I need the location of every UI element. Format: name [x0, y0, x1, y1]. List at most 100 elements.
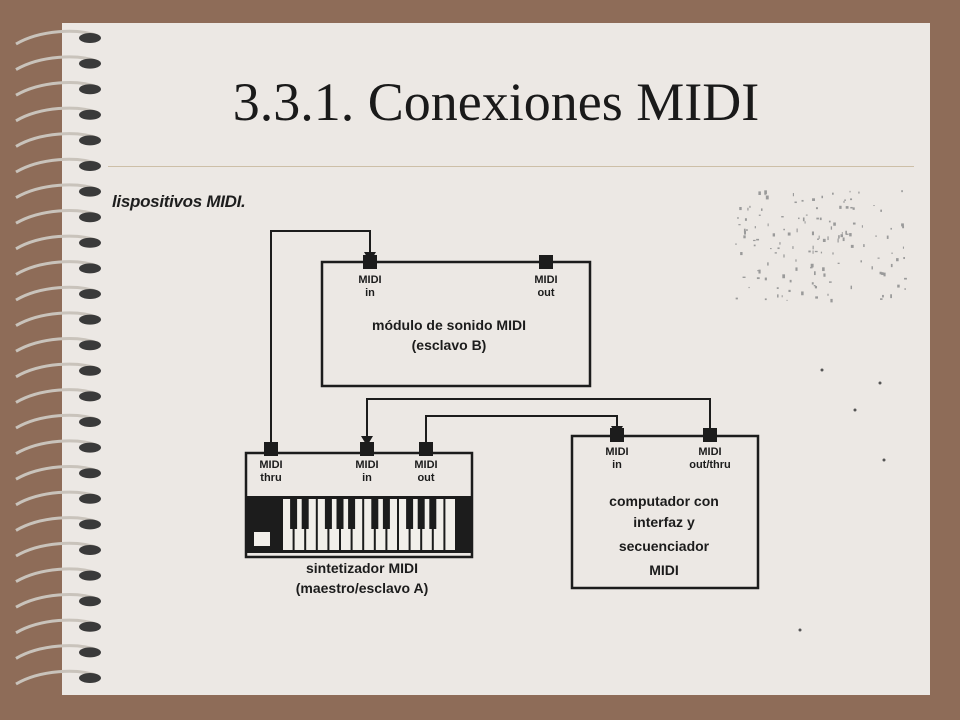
white-key — [445, 499, 455, 550]
scan-speck — [787, 232, 791, 236]
scan-speck — [782, 274, 786, 279]
scan-speck — [845, 206, 849, 209]
synth-out-label-2: out — [417, 472, 434, 484]
scan-speck — [760, 208, 763, 211]
spiral-hole — [79, 340, 101, 351]
scan-speck — [796, 228, 798, 233]
spiral-hole — [79, 468, 101, 479]
scan-speck — [880, 209, 882, 212]
white-key — [283, 499, 293, 550]
scan-speck — [830, 298, 833, 303]
scan-speck — [783, 254, 785, 258]
scan-speck — [739, 206, 742, 211]
scan-speck — [863, 244, 865, 248]
scan-speck — [756, 277, 760, 280]
scan-speck — [877, 257, 880, 259]
black-key — [290, 499, 298, 529]
scan-speck — [767, 262, 769, 266]
scan-speck — [820, 251, 823, 254]
white-key — [341, 499, 351, 550]
synth-out-jack — [419, 442, 433, 456]
scan-speck — [838, 235, 840, 239]
scan-speck — [837, 262, 840, 264]
scan-speck — [902, 246, 904, 249]
scan-speck — [758, 269, 761, 274]
computer-in-label-2: in — [612, 459, 622, 471]
scan-speck — [850, 244, 854, 248]
spiral-binding — [15, 29, 101, 686]
scan-speck — [814, 250, 818, 253]
scan-speck — [828, 220, 831, 223]
scan-speck — [776, 287, 779, 289]
spiral-hole — [79, 365, 101, 376]
scan-speck — [810, 267, 813, 269]
scan-speck — [886, 235, 889, 239]
black-key — [301, 499, 309, 529]
cable-computer-out-to-synth-in — [366, 398, 711, 440]
scan-speck — [779, 242, 781, 245]
scan-dot — [878, 381, 882, 385]
computer-out-label-1: MIDI — [698, 446, 721, 458]
scan-speck — [837, 238, 839, 243]
scan-dot — [853, 408, 857, 412]
scan-speck — [808, 250, 811, 253]
computer-box — [570, 434, 760, 590]
scan-speck — [890, 294, 892, 299]
scan-dot — [882, 458, 886, 462]
scan-speck — [737, 216, 739, 219]
black-key — [336, 499, 344, 529]
white-key — [375, 499, 386, 550]
spiral-hole — [79, 519, 101, 530]
spiral-hole — [79, 417, 101, 427]
scan-speck — [901, 190, 903, 193]
synth-in-jack — [360, 442, 374, 456]
spiral-hole — [79, 58, 101, 69]
scan-speck — [744, 218, 747, 221]
computer-out-label-2: out/thru — [689, 459, 731, 471]
scan-speck — [783, 228, 785, 231]
synth-keyboard — [247, 496, 471, 553]
module-out-label-2: out — [537, 287, 554, 299]
scan-speck — [772, 233, 776, 237]
synth-name-line1: sintetizador MIDI — [306, 560, 418, 576]
scan-speck — [758, 191, 761, 196]
spiral-hole — [79, 237, 101, 248]
scan-speck — [818, 235, 820, 239]
scan-speck — [883, 272, 886, 277]
scan-speck — [850, 198, 853, 201]
scan-speck — [764, 190, 767, 195]
scan-speck — [813, 271, 816, 276]
white-key — [329, 499, 339, 550]
synth-in-label-2: in — [362, 472, 372, 484]
black-key — [429, 499, 437, 529]
scan-speck — [814, 285, 818, 289]
scan-speck — [890, 227, 892, 230]
computer-out-jack — [703, 428, 717, 442]
spiral-hole — [79, 570, 101, 581]
spiral-hole — [79, 596, 101, 607]
scan-speck — [903, 257, 905, 260]
arrowhead-synth-in — [361, 436, 373, 446]
synth-panel — [244, 451, 474, 559]
scan-speck — [767, 223, 769, 227]
module-in-jack — [363, 255, 377, 269]
scan-speck — [816, 217, 819, 220]
white-key — [364, 499, 374, 550]
scan-speck — [812, 198, 815, 201]
scan-speck — [777, 247, 780, 250]
scan-speck — [879, 271, 882, 275]
computer-in-jack — [610, 428, 624, 442]
scan-speck — [852, 222, 856, 225]
scan-speck — [748, 286, 750, 289]
scan-speck — [861, 225, 863, 228]
scan-speck — [815, 207, 818, 210]
white-key — [399, 499, 409, 550]
scan-speck — [802, 217, 805, 222]
spiral-hole — [79, 673, 101, 683]
scan-speck — [860, 260, 863, 263]
scan-speck — [758, 214, 761, 216]
scan-speck — [753, 244, 756, 247]
scan-speck — [753, 239, 756, 242]
module-in-label-2: in — [365, 287, 375, 299]
spiral-hole — [79, 545, 101, 555]
